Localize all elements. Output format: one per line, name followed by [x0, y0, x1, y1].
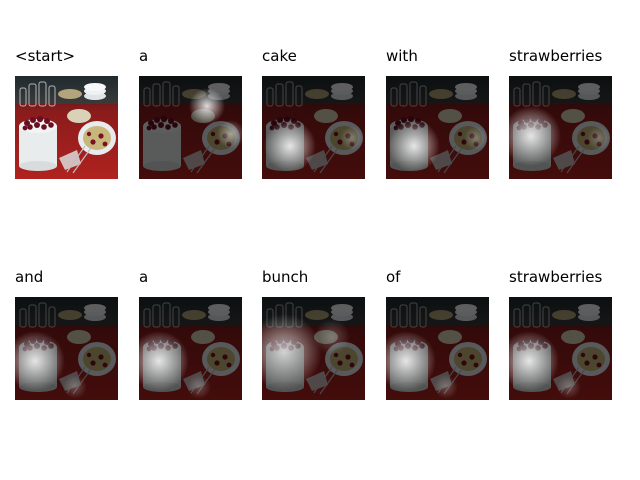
caption-step-10: strawberries [509, 268, 634, 408]
tile-image [15, 297, 118, 400]
tile-image [262, 76, 365, 179]
original-photo [15, 76, 118, 179]
tile-image [509, 297, 612, 400]
caption-step-2: a [139, 47, 249, 187]
caption-word: and [15, 268, 44, 286]
caption-step-7: a [139, 268, 249, 408]
caption-step-1: <start> [15, 47, 125, 187]
caption-word: of [386, 268, 401, 286]
caption-word: cake [262, 47, 297, 65]
tile-image [386, 297, 489, 400]
attention-map [15, 297, 118, 400]
caption-word: with [386, 47, 418, 65]
caption-word: bunch [262, 268, 309, 286]
caption-step-4: with [386, 47, 496, 187]
tile-image [386, 76, 489, 179]
tile-image [139, 76, 242, 179]
caption-word: a [139, 268, 149, 286]
attention-map [139, 297, 242, 400]
attention-map [262, 76, 365, 179]
tile-image [262, 297, 365, 400]
caption-step-8: bunch [262, 268, 372, 408]
attention-map [386, 297, 489, 400]
tile-image [15, 76, 118, 179]
attention-map [386, 76, 489, 179]
attention-map [139, 76, 242, 179]
tile-image [509, 76, 612, 179]
attention-map [262, 297, 365, 400]
attention-map [509, 76, 612, 179]
caption-word: strawberries [509, 268, 603, 286]
caption-step-3: cake [262, 47, 372, 187]
attention-map [509, 297, 612, 400]
caption-word: a [139, 47, 149, 65]
caption-step-9: of [386, 268, 496, 408]
tile-image [139, 297, 242, 400]
caption-step-5: strawberries [509, 47, 634, 187]
caption-step-6: and [15, 268, 125, 408]
caption-word: <start> [15, 47, 76, 65]
caption-word: strawberries [509, 47, 603, 65]
